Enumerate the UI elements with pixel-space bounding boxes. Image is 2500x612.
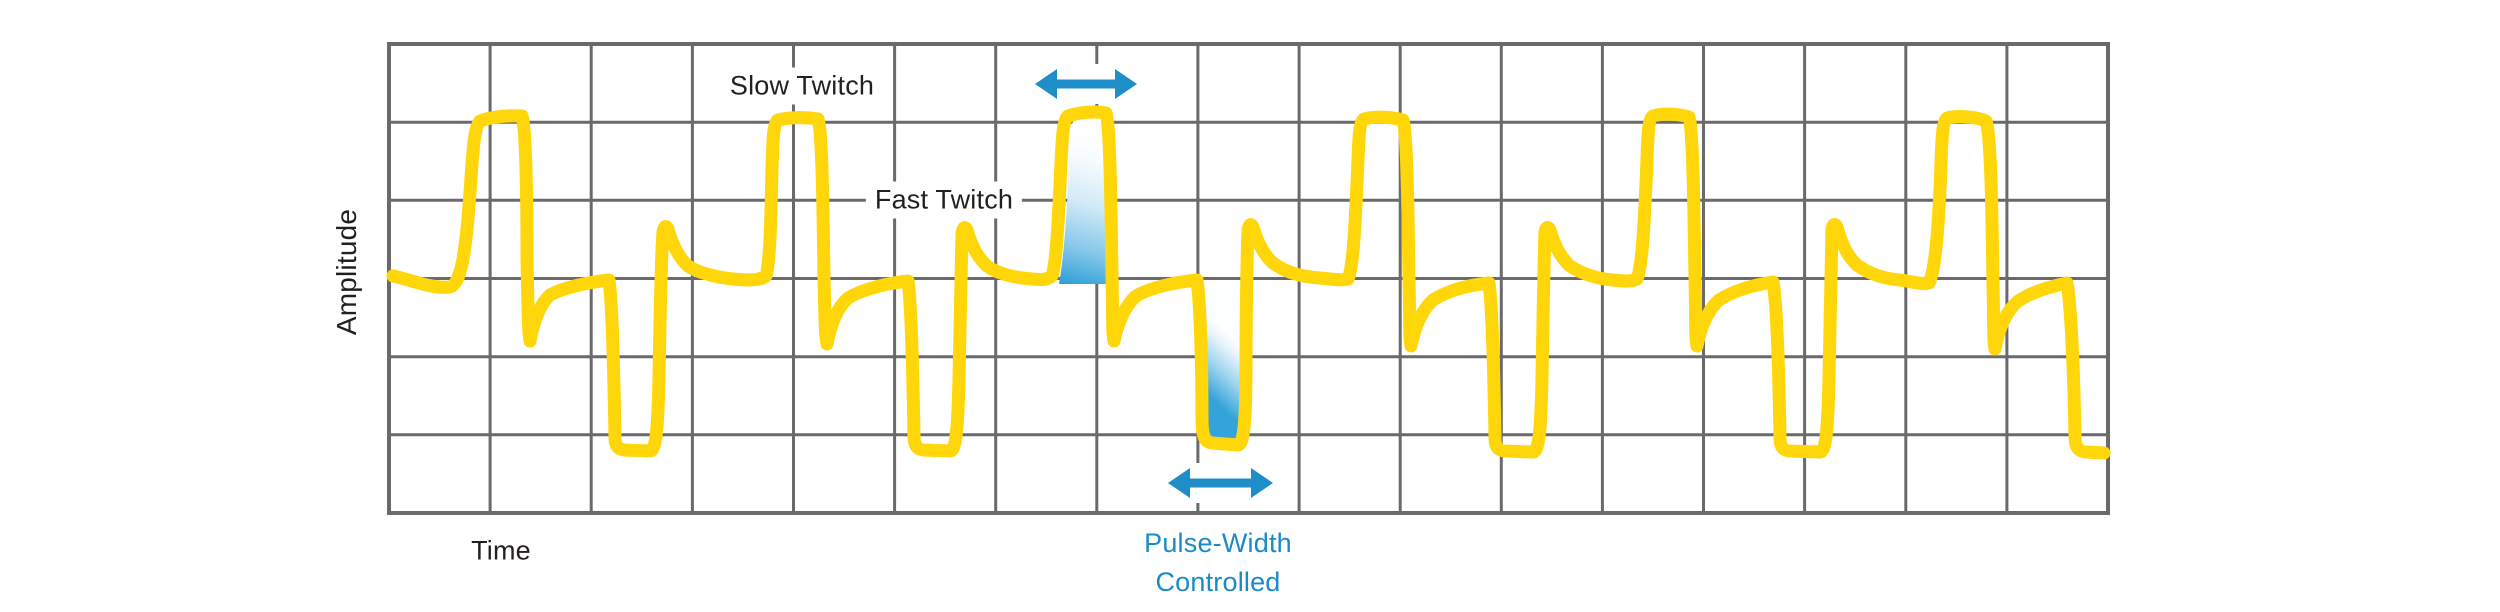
slow-twitch-width-arrow-left-arrowhead-icon bbox=[1035, 69, 1057, 99]
pulse-width-controlled-line2: Controlled bbox=[1155, 567, 1281, 597]
up-pulse-gradient-fill bbox=[1059, 115, 1107, 284]
slow-twitch-label: Slow Twitch bbox=[720, 67, 884, 105]
slow-twitch-width-arrow-right-arrowhead-icon bbox=[1115, 69, 1137, 99]
pulse-width-controlled-arrow-left-arrowhead-icon bbox=[1168, 468, 1190, 498]
fast-twitch-label: Fast Twitch bbox=[865, 181, 1023, 219]
pulse-width-controlled-label: Pulse-Width Controlled bbox=[1144, 524, 1292, 602]
y-axis-label: Amplitude bbox=[331, 208, 362, 336]
down-pulse-gradient-fill bbox=[1204, 283, 1241, 444]
pulse-width-controlled-arrow-right-arrowhead-icon bbox=[1251, 468, 1273, 498]
pulse-width-controlled-line1: Pulse-Width bbox=[1144, 528, 1292, 558]
waveform-trace bbox=[386, 105, 2111, 460]
x-axis-label: Time bbox=[471, 535, 531, 566]
